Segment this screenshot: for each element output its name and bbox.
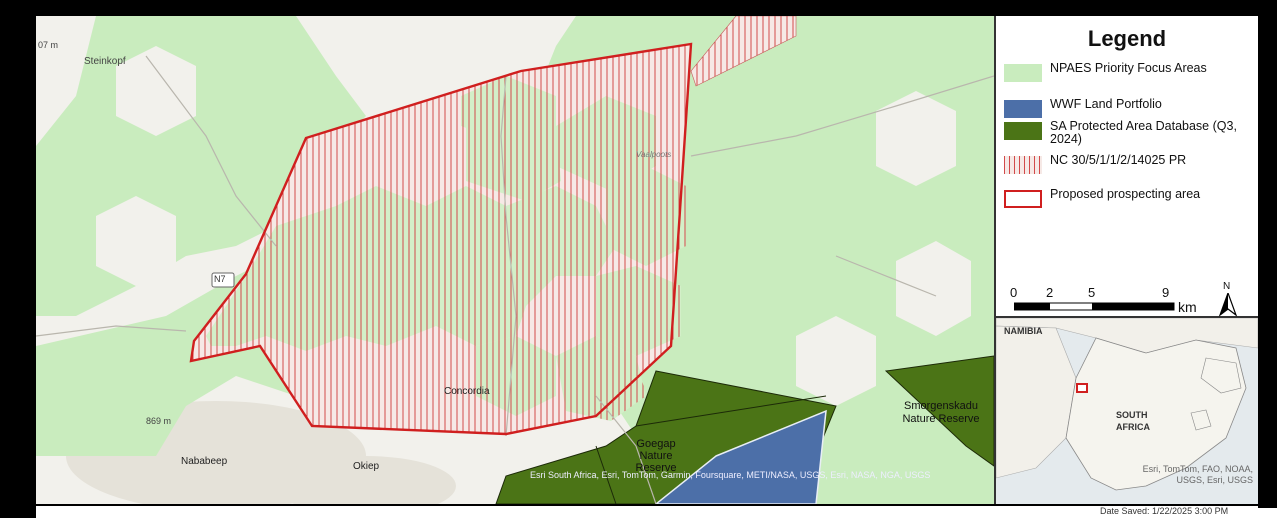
- inset-label-south: SOUTH: [1116, 410, 1148, 420]
- non-priority-hexes: [96, 46, 971, 406]
- legend-title: Legend: [1087, 26, 1167, 51]
- road-label-vaalpoots: Vaalpoots: [636, 150, 672, 159]
- place-smorgenskadu-nature-reserve: Smorgenskadu Nature Reserve: [902, 400, 980, 425]
- inset-area-marker: [1076, 383, 1088, 393]
- npaes-within-concession: [206, 76, 686, 421]
- scale-tick-9: 9: [1162, 285, 1170, 300]
- legend-panel: Legend NPAES Priority Focus Areas WWF La…: [996, 16, 1258, 318]
- map-canvas[interactable]: [36, 16, 994, 504]
- proposed-prospecting-boundary[interactable]: [189, 42, 693, 436]
- elevation-label-bottom: 869 m: [146, 416, 172, 426]
- frame-border-left: [0, 0, 36, 518]
- inset-locator-map[interactable]: NAMIBIA SOUTH AFRICA Esri, TomTom, FAO, …: [996, 318, 1258, 504]
- protected-swatch-icon: [1004, 122, 1042, 140]
- inset-label-africa: AFRICA: [1116, 422, 1150, 432]
- protected-area-boundaries: [595, 395, 827, 504]
- legend-label: SA Protected Area Database (Q3, 2024): [1050, 119, 1237, 146]
- place-goegap-nature-reserve: Goegap Nature Reserve: [635, 438, 677, 474]
- legend-item-npaes: NPAES Priority Focus Areas: [1004, 62, 1240, 82]
- wwf-land-portfolio: [654, 409, 827, 504]
- date-saved: Date Saved: 1/22/2025 3:00 PM: [1100, 506, 1229, 516]
- npaes-swatch-icon: [1004, 64, 1042, 82]
- inset-map-canvas: [996, 318, 1258, 504]
- scale-tick-0: 0: [1010, 285, 1018, 300]
- scale-tick-5: 5: [1088, 285, 1096, 300]
- legend-item-wwf: WWF Land Portfolio: [1004, 98, 1240, 118]
- legend-label: Proposed prospecting area: [1050, 187, 1201, 201]
- wwf-swatch-icon: [1004, 100, 1042, 118]
- pr-concession-extension: [690, 16, 797, 87]
- elevation-label-top: 07 m: [38, 40, 59, 50]
- north-arrow-icon: [1218, 293, 1238, 317]
- legend-item-pr-concession: NC 30/5/1/1/2/14025 PR: [1004, 154, 1240, 174]
- place-okiep: Okiep: [353, 461, 380, 472]
- frame-border-right: [1258, 10, 1277, 508]
- inset-label-namibia: NAMIBIA: [1004, 326, 1043, 336]
- place-steinkopf: Steinkopf: [84, 56, 126, 67]
- road-label-n7: N7: [214, 274, 226, 284]
- outline-swatch-icon: [1004, 190, 1042, 208]
- legend-item-protected: SA Protected Area Database (Q3, 2024): [1004, 120, 1240, 146]
- north-label: N: [1223, 281, 1231, 292]
- place-concordia: Concordia: [444, 386, 490, 397]
- scale-unit: km: [1178, 299, 1197, 315]
- map-attribution: Esri South Africa, Esri, TomTom, Garmin,…: [530, 470, 931, 480]
- road-shield-n7: [211, 272, 235, 288]
- inset-attribution: Esri, TomTom, FAO, NOAA, USGS, Esri, USG…: [1142, 464, 1253, 485]
- hatch-swatch-icon: [1004, 156, 1042, 174]
- main-map[interactable]: 07 m Steinkopf N7 Vaalpoots Concordia 86…: [36, 16, 996, 504]
- place-nababeep: Nababeep: [181, 456, 228, 467]
- frame-border-top: [0, 0, 1277, 16]
- legend-label: WWF Land Portfolio: [1050, 97, 1162, 111]
- roads: [36, 55, 994, 504]
- scale-bar-graphic: [1014, 302, 1175, 311]
- legend-label: NC 30/5/1/1/2/14025 PR: [1050, 153, 1187, 167]
- legend-item-prospecting: Proposed prospecting area: [1004, 188, 1240, 208]
- legend-label: NPAES Priority Focus Areas: [1050, 61, 1207, 75]
- frame-border-bottom: [36, 504, 1258, 506]
- scale-tick-2: 2: [1046, 285, 1054, 300]
